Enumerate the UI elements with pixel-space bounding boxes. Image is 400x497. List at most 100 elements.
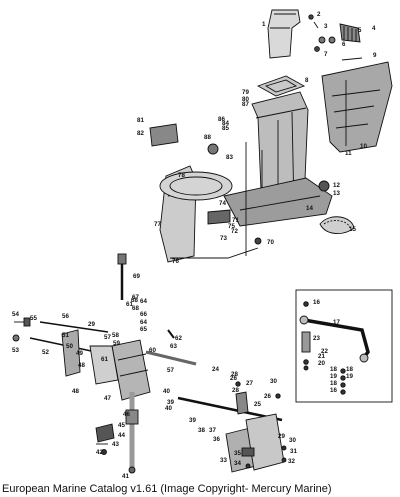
callout-bracket-82: 82 xyxy=(137,130,144,137)
callout-screw-61b: 61 xyxy=(101,356,108,363)
callout-handle-54: 54 xyxy=(12,311,19,318)
callout-screw-32: 32 xyxy=(288,458,295,465)
upper-tube-part xyxy=(267,9,301,59)
callout-washer-49: 49 xyxy=(76,350,83,357)
callout-screw-76: 76 xyxy=(172,258,179,265)
callout-pin-65: 65 xyxy=(140,326,147,333)
callout-tie-bar-17: 17 xyxy=(333,319,340,326)
callout-bolt-11: 11 xyxy=(345,150,352,157)
boot-part xyxy=(339,23,361,43)
callout-tube-29: 29 xyxy=(278,433,285,440)
callout-screw-58: 58 xyxy=(112,332,119,339)
callout-clip-7: 7 xyxy=(324,51,328,58)
callout-pin-27: 27 xyxy=(246,380,253,387)
callout-spring-67: 67 xyxy=(132,294,139,301)
callout-rod-41: 41 xyxy=(122,473,129,480)
callout-tube-52: 52 xyxy=(42,349,49,356)
callout-nut-20: 20 xyxy=(318,360,325,367)
callout-gasket-8: 8 xyxy=(305,77,309,84)
callout-washer-19: 19 xyxy=(330,373,337,380)
callout-clip-63: 63 xyxy=(170,343,177,350)
callout-screw-72: 72 xyxy=(231,228,238,235)
callout-nut-16b: 16 xyxy=(330,387,337,394)
callout-screw-21: 21 xyxy=(318,353,325,360)
callout-screw-39b: 39 xyxy=(167,399,174,406)
callout-bolt-2: 2 xyxy=(317,11,321,18)
callout-screw-61: 61 xyxy=(126,301,133,308)
callout-screw-81: 81 xyxy=(137,117,144,124)
callout-exhaust-housing-top: 86 xyxy=(218,116,225,123)
callout-washer-22: 22 xyxy=(321,348,328,355)
callout-screw-19b: 19 xyxy=(346,373,353,380)
callout-screw-57b: 57 xyxy=(167,367,174,374)
callout-boot: 4 xyxy=(372,25,376,32)
callout-washer-42: 42 xyxy=(96,449,103,456)
callout-upper-tube: 1 xyxy=(262,21,266,28)
callout-clip-6: 6 xyxy=(342,41,346,48)
callout-screw-9: 9 xyxy=(373,52,377,59)
callout-nut-79: 79 xyxy=(242,89,249,96)
callout-rod-69: 69 xyxy=(133,273,140,280)
transom-clamp xyxy=(89,339,151,401)
callout-washer-13: 13 xyxy=(333,190,340,197)
callout-bracket-31: 31 xyxy=(290,448,297,455)
callout-clip-5: 5 xyxy=(358,27,362,34)
callout-rod-83: 83 xyxy=(226,154,233,161)
callout-screw-38: 38 xyxy=(198,427,205,434)
tie-bar xyxy=(299,301,370,395)
callout-screw-26: 26 xyxy=(230,375,237,382)
callout-bracket-28: 28 xyxy=(231,371,238,378)
callout-seal-15: 15 xyxy=(349,226,356,233)
callout-screw-68b: 68 xyxy=(132,305,139,312)
callout-screw-71: 71 xyxy=(232,217,239,224)
callout-screw-40b: 40 xyxy=(163,388,170,395)
catalog-caption: European Marine Catalog v1.61 (Image Cop… xyxy=(2,483,332,495)
callout-screw-26b: 26 xyxy=(264,393,271,400)
callout-tube-60: 60 xyxy=(149,347,156,354)
gasket-part xyxy=(256,75,306,97)
callout-nut-18: 18 xyxy=(330,366,337,373)
callout-plug-80: 80 xyxy=(242,96,249,103)
callout-nut-35: 35 xyxy=(234,450,241,457)
callout-nut-23: 23 xyxy=(313,335,320,342)
callout-screw-39: 39 xyxy=(189,417,196,424)
callout-nut-53: 53 xyxy=(12,347,19,354)
callout-mount-12: 12 xyxy=(333,182,340,189)
callout-rod-56: 56 xyxy=(62,313,69,320)
callout-washer-66: 66 xyxy=(140,311,147,318)
callout-bushing-59: 59 xyxy=(113,340,120,347)
callout-washer-84: 84 xyxy=(222,120,229,127)
callout-screw-73: 73 xyxy=(220,235,227,242)
callout-seal-14: 14 xyxy=(306,205,313,212)
callout-screw-64: 64 xyxy=(140,319,147,326)
callout-bracket-51: 51 xyxy=(62,332,69,339)
callout-screw-10: 10 xyxy=(360,143,367,150)
callout-screw-57: 57 xyxy=(104,334,111,341)
callout-screw-47: 47 xyxy=(104,395,111,402)
callout-screw-18b: 18 xyxy=(330,380,337,387)
callout-nut-87: 87 xyxy=(242,101,249,108)
lower-plate xyxy=(223,177,333,227)
callout-washer-3: 3 xyxy=(324,23,328,30)
callout-nut-62: 62 xyxy=(175,335,182,342)
callout-rod-24: 24 xyxy=(212,366,219,373)
callout-screw-16: 16 xyxy=(313,299,320,306)
callout-plug-70: 70 xyxy=(267,239,274,246)
callout-nut-30: 30 xyxy=(289,437,296,444)
callout-screw-18c: 18 xyxy=(346,366,353,373)
callout-bolt-40: 40 xyxy=(165,405,172,412)
callout-screw-75: 75 xyxy=(228,223,235,230)
callout-screw-50: 50 xyxy=(66,343,73,350)
callout-screw-29b: 29 xyxy=(88,321,95,328)
callout-washer-25: 25 xyxy=(254,401,261,408)
callout-screw-48b: 48 xyxy=(72,388,79,395)
callout-nut-78: 78 xyxy=(178,172,185,179)
callout-screw-64b: 64 xyxy=(140,298,147,305)
callout-spring-45: 45 xyxy=(118,422,125,429)
callout-tube-46: 46 xyxy=(123,411,130,418)
callout-washer-85: 85 xyxy=(222,125,229,132)
callout-nut-43: 43 xyxy=(112,441,119,448)
callout-plate-74: 74 xyxy=(219,200,226,207)
